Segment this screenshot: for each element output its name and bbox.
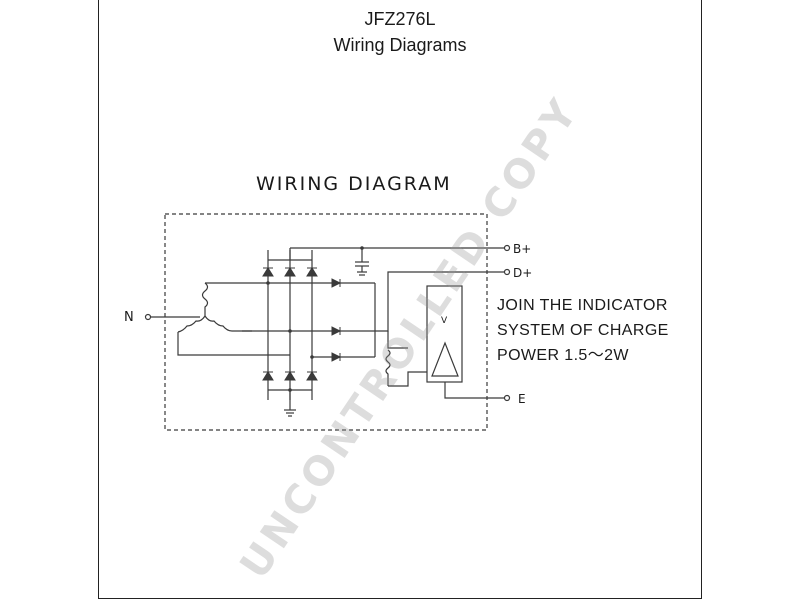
terminal-label-n: N [124, 310, 134, 325]
rectifier-diode [262, 371, 274, 381]
note-line: SYSTEM OF CHARGE [497, 322, 669, 339]
regulator-label: V [441, 316, 448, 326]
terminal-label-e: E [518, 392, 526, 406]
stator-winding [201, 282, 209, 316]
rectifier-diode [262, 267, 274, 277]
rectifier-diode [284, 371, 296, 381]
indicator-note: JOIN THE INDICATOR SYSTEM OF CHARGE POWE… [497, 293, 669, 368]
regulator-triangle [431, 341, 459, 377]
rectifier-diode [306, 371, 318, 381]
model-number: JFZ276L [364, 9, 436, 29]
e-terminal [503, 394, 511, 402]
diagram-title: WIRING DIAGRAM [256, 173, 452, 195]
exciter-diode [331, 326, 342, 336]
d-plus-terminal [503, 268, 511, 276]
rectifier-diode [306, 267, 318, 277]
n-terminal [144, 313, 152, 321]
rectifier-diode [284, 267, 296, 277]
field-coil [385, 349, 391, 386]
note-line: JOIN THE INDICATOR [497, 297, 668, 314]
page-frame [98, 0, 702, 599]
exciter-diode [331, 278, 342, 288]
page-subtitle: Wiring Diagrams [333, 35, 467, 55]
b-plus-terminal [503, 244, 511, 252]
terminal-label-d-plus: D+ [513, 266, 533, 280]
exciter-diode [331, 352, 342, 362]
regulator-box [426, 285, 463, 383]
alternator-housing-outline [164, 213, 488, 431]
note-line: POWER 1.5〜2W [497, 347, 629, 364]
terminal-label-b-plus: B+ [513, 242, 532, 256]
